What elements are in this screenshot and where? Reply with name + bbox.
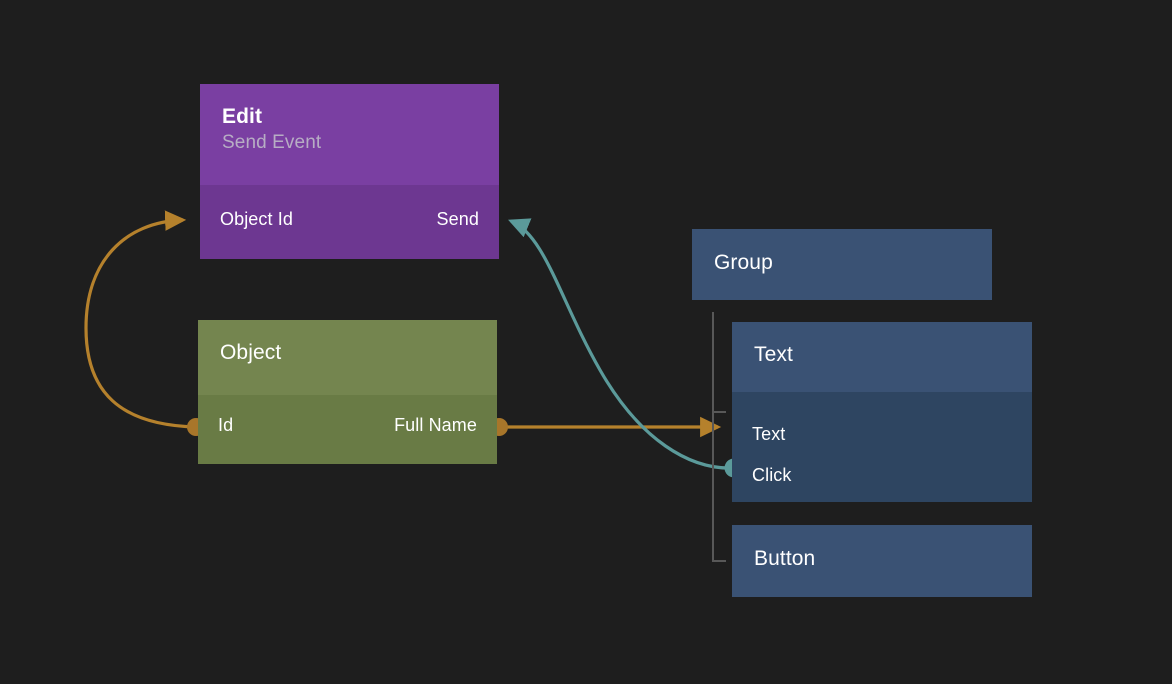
port-text-click-label[interactable]: Click — [752, 465, 792, 485]
node-text-title: Text — [754, 343, 793, 366]
node-edit-subtitle: Send Event — [222, 132, 322, 153]
node-group-header[interactable]: Group — [692, 229, 992, 300]
node-text-body: Text Click — [732, 392, 1032, 502]
node-object-port-row: Id Full Name — [198, 405, 497, 446]
node-text-header[interactable]: Text — [732, 322, 1032, 392]
port-edit-send-label[interactable]: Send — [436, 209, 479, 229]
tree-stub-button — [712, 560, 726, 562]
node-edit-body: Object Id Send — [200, 185, 499, 259]
edge-object-fullname-to-text-text[interactable] — [490, 416, 722, 438]
edge-object-id-to-edit-object-id[interactable] — [84, 210, 205, 436]
node-object-body: Id Full Name — [198, 395, 497, 464]
tree-stub-text — [712, 411, 726, 413]
node-group[interactable]: Group — [692, 229, 992, 300]
node-object[interactable]: Object Id Full Name — [198, 320, 497, 464]
node-text[interactable]: Text Text Click — [732, 322, 1032, 502]
node-button-title: Button — [754, 547, 816, 570]
node-text-port-row-click: Click — [732, 455, 1032, 496]
node-edit-port-row: Object Id Send — [200, 199, 499, 240]
port-edit-object-id-label[interactable]: Object Id — [220, 209, 293, 229]
port-object-fullname-label[interactable]: Full Name — [394, 415, 477, 435]
port-text-text-label[interactable]: Text — [752, 424, 786, 444]
tree-vertical-line — [712, 312, 714, 562]
node-edit-title: Edit — [222, 105, 263, 128]
node-button[interactable]: Button — [732, 525, 1032, 597]
port-object-id-label[interactable]: Id — [218, 415, 234, 435]
node-object-title: Object — [220, 341, 282, 364]
node-group-title: Group — [714, 251, 773, 274]
node-edit-header[interactable]: Edit Send Event — [200, 84, 499, 185]
node-text-port-row-text: Text — [732, 414, 1032, 455]
node-object-header[interactable]: Object — [198, 320, 497, 395]
node-button-header[interactable]: Button — [732, 525, 1032, 597]
node-edit[interactable]: Edit Send Event Object Id Send — [200, 84, 499, 259]
